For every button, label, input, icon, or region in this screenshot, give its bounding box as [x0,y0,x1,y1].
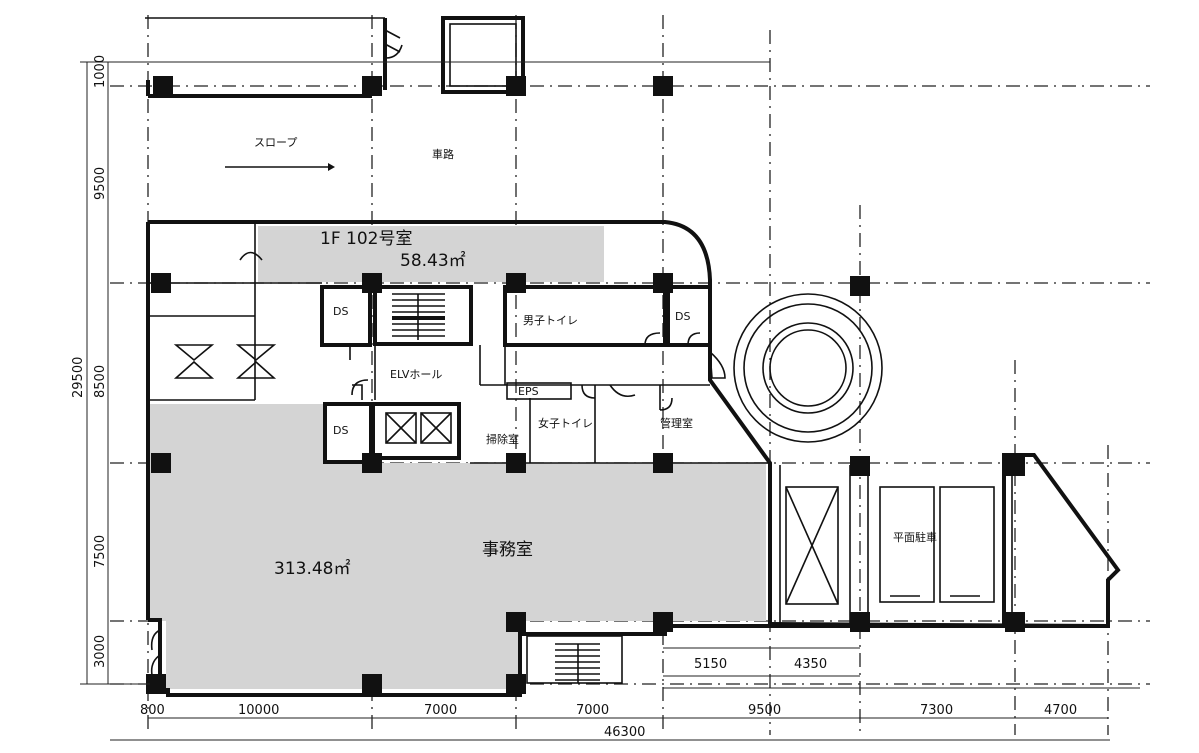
dim-h-800: 800 [140,703,165,718]
label-ds-lower: DS [333,424,348,437]
label-room-102-title: 1F 102号室 [320,229,412,249]
dim-h-7000-a: 7000 [424,703,457,718]
label-elv-hall: ELVホール [390,368,442,381]
dim-v-7500: 7500 [93,535,108,568]
label-janitor: 掃除室 [486,432,519,446]
dim-v-29500: 29500 [71,357,86,398]
dim-h-7000-b: 7000 [576,703,609,718]
dim-v-3000: 3000 [93,635,108,668]
room-labels: スロープ 車路 1F 102号室 58.43㎡ DS 男子トイレ DS ELVホ… [254,136,937,579]
top-structures [145,16,525,171]
vertical-dimensions: 1000 9500 29500 8500 7500 3000 [71,55,108,668]
stairs-upper [392,293,445,340]
dim-h-10000: 10000 [238,703,279,718]
label-mens-toilet: 男子トイレ [523,314,578,327]
seal-symbols [173,344,277,379]
stairs-lower [150,629,623,684]
circular-ramp [709,293,883,443]
label-slope: スロープ [254,136,297,149]
dim-h-7300: 7300 [920,703,953,718]
interior-walls [148,222,770,464]
label-management: 管理室 [660,416,693,430]
dim-sub-4350: 4350 [794,657,827,672]
elevators [385,412,452,444]
label-room-102-area: 58.43㎡ [400,251,466,271]
label-ds-right: DS [675,310,690,323]
dim-v-8500: 8500 [93,365,108,398]
dim-v-1000: 1000 [93,55,108,88]
dim-sub-5150: 5150 [694,657,727,672]
label-eps: EPS [518,385,539,398]
label-driveway: 車路 [432,147,454,161]
dim-h-9500: 9500 [748,703,781,718]
dim-total-46300: 46300 [604,725,645,740]
horizontal-dimensions: 800 10000 7000 7000 9500 7300 4700 46300… [140,657,1077,740]
label-ds-upper: DS [333,305,348,318]
dim-v-9500: 9500 [93,167,108,200]
shaded-areas [150,226,766,689]
dim-h-4700: 4700 [1044,703,1077,718]
label-office: 事務室 [482,540,533,560]
label-office-area: 313.48㎡ [274,559,350,579]
label-parking: 平面駐車 [893,530,937,544]
columns [146,76,1025,694]
label-womens-toilet: 女子トイレ [538,416,593,430]
right-rooms [779,458,1013,624]
dimension-lines [80,61,1140,741]
